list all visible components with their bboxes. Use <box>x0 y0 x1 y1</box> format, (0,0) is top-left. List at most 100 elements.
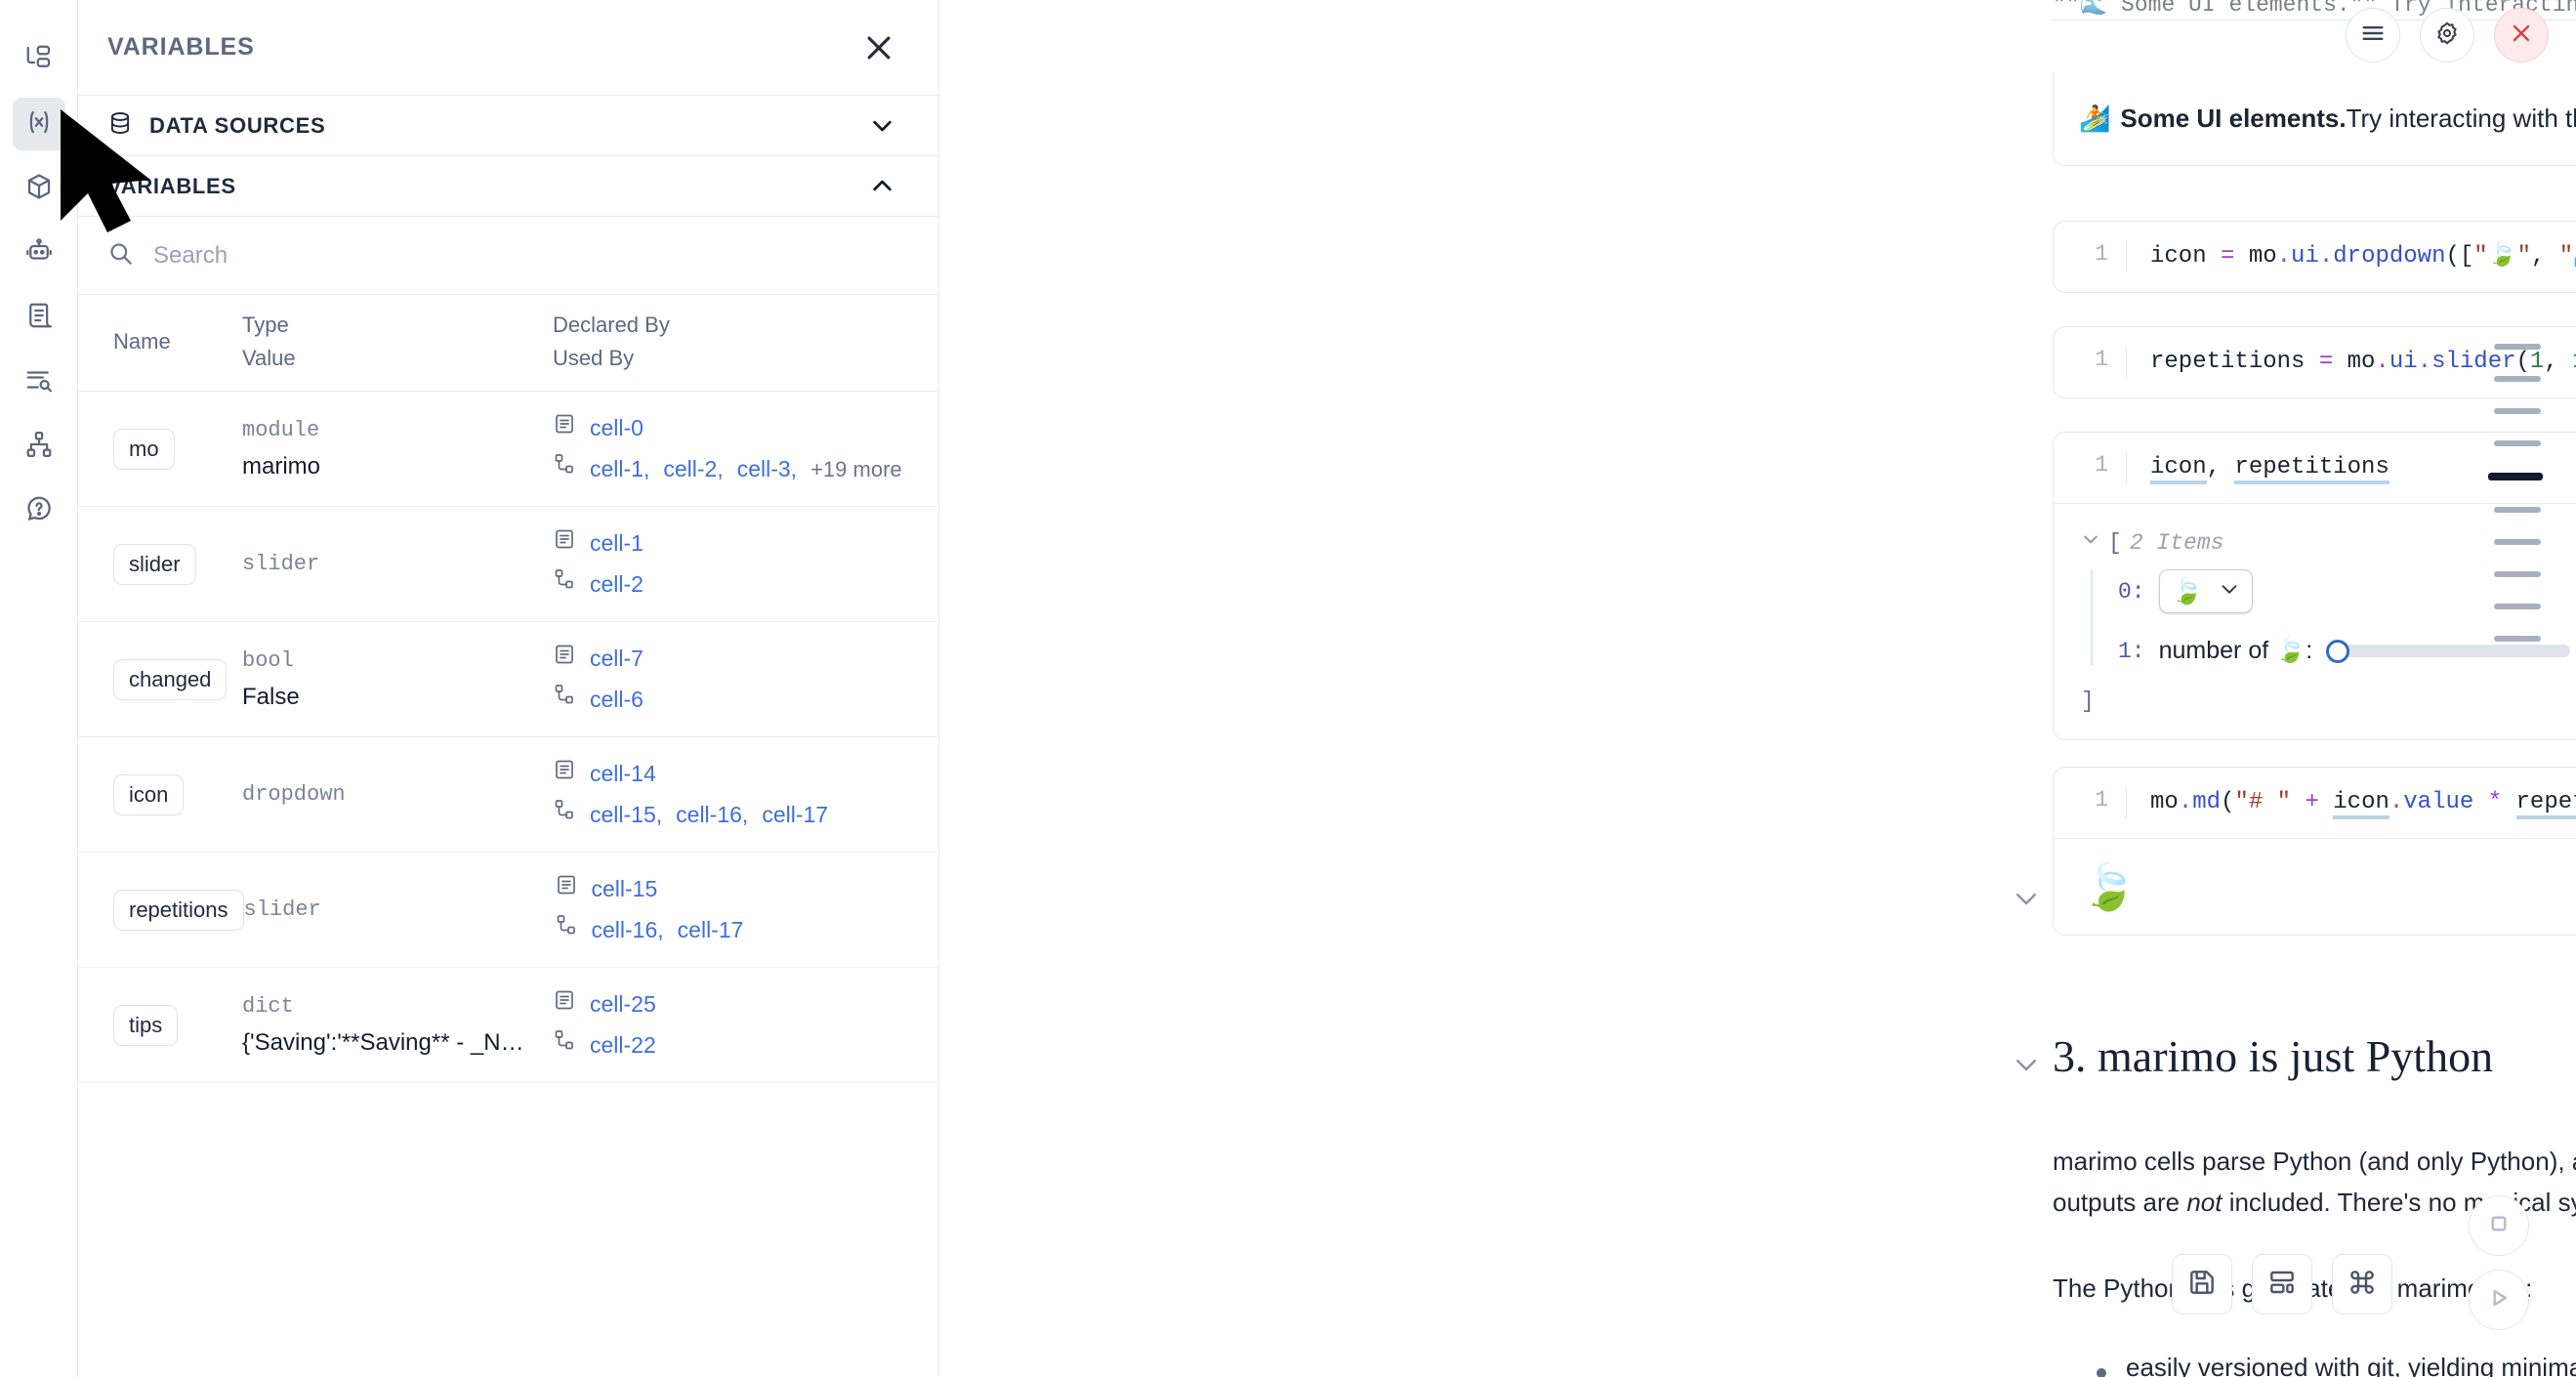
sidebar-item-scratchpad[interactable] <box>13 291 65 344</box>
minimap-bar[interactable] <box>2494 440 2541 446</box>
minimap-bar[interactable] <box>2494 571 2541 577</box>
cell-link[interactable]: cell-15 <box>591 876 658 902</box>
code-cell-display[interactable]: 1 icon, repetitions [ 2 Items 0: 🍃 <box>2053 432 2576 741</box>
cell-link[interactable]: cell-16, <box>676 801 749 827</box>
stop-button[interactable] <box>2469 1195 2529 1256</box>
code-content[interactable]: repetitions = mo.ui.slider(1, 16, label=… <box>2126 347 2576 379</box>
section-data-sources[interactable]: DATA SOURCES <box>78 96 938 156</box>
dropdown-control[interactable]: 🍃 <box>2158 569 2253 614</box>
variable-name-chip[interactable]: mo <box>113 428 175 470</box>
variable-name-chip[interactable]: tips <box>113 1004 179 1046</box>
sidebar-item-logs[interactable] <box>13 355 65 408</box>
command-palette-button[interactable] <box>2332 1254 2392 1314</box>
chevron-up-icon[interactable] <box>869 173 895 199</box>
sidebar-item-file-explorer[interactable] <box>13 33 65 86</box>
sidebar-item-variables[interactable] <box>12 98 65 150</box>
run-button[interactable] <box>2469 1270 2529 1330</box>
table-header-row: Name Type Value Declared By Used By <box>78 295 938 393</box>
cell-output: [ 2 Items 0: 🍃 1: <box>2054 504 2576 739</box>
minimap-bar[interactable] <box>2494 539 2541 545</box>
tree-close-bracket: ] <box>2081 688 2095 715</box>
save-button[interactable] <box>2172 1254 2232 1314</box>
variables-panel: VARIABLES DATA SOURCES <box>78 0 939 1377</box>
sidebar-item-dependency-graph[interactable] <box>13 420 65 473</box>
cell-link[interactable]: cell-16, <box>591 916 664 942</box>
minimap-bar[interactable] <box>2494 344 2541 350</box>
declared-by-line: cell-15 <box>555 869 938 909</box>
variable-name-chip[interactable]: repetitions <box>113 889 244 931</box>
heading-text: 3. marimo is just Python <box>2053 1031 2494 1081</box>
cell-link[interactable]: cell-2, <box>663 455 724 481</box>
search-input[interactable] <box>153 241 909 270</box>
bullet-dot-icon <box>2097 1368 2106 1377</box>
variable-name-chip[interactable]: changed <box>113 658 228 700</box>
slider-track <box>2336 645 2571 658</box>
cell-link[interactable]: cell-1, <box>590 455 650 481</box>
cell-menu-button[interactable] <box>2346 8 2400 63</box>
cell-link[interactable]: cell-1 <box>590 530 644 557</box>
cell-collapse-toggle[interactable] <box>2012 884 2041 913</box>
minimap-bar[interactable] <box>2494 636 2541 642</box>
cell-link[interactable]: cell-3, <box>736 455 798 481</box>
page-title: VARIABLES <box>107 33 255 61</box>
used-by-more-label[interactable]: +19 more <box>810 456 902 481</box>
used-by-line: cell-2 <box>553 564 938 605</box>
floating-action-buttons <box>2172 1254 2392 1314</box>
minimap-bar[interactable] <box>2494 507 2541 513</box>
variable-name-chip[interactable]: icon <box>113 773 185 815</box>
paragraph-1-part-a: marimo cells parse Python (and only Pyth… <box>2053 1147 2576 1176</box>
close-icon[interactable] <box>862 31 895 64</box>
slider-thumb[interactable] <box>2326 639 2350 663</box>
cell-link[interactable]: cell-14 <box>590 761 656 787</box>
surfer-emoji-icon: 🏄 <box>2079 104 2111 133</box>
cell-link[interactable]: cell-17 <box>677 916 744 942</box>
sidebar-item-chat-assistant[interactable] <box>13 227 65 279</box>
reference-icon <box>553 567 576 602</box>
tree-output-header[interactable]: [ 2 Items <box>2081 529 2576 556</box>
code-cell-dropdown[interactable]: 1 icon = mo.ui.dropdown(["🍃", "🏄", "✨"],… <box>2053 221 2576 294</box>
code-content[interactable]: icon = mo.ui.dropdown(["🍃", "🏄", "✨"], v… <box>2126 241 2576 273</box>
cell-settings-button[interactable] <box>2420 8 2474 63</box>
cell-link[interactable]: cell-15, <box>590 801 663 827</box>
minimap-bar[interactable] <box>2488 473 2543 480</box>
code-content[interactable]: icon, repetitions <box>2126 452 2576 484</box>
code-cell-md[interactable]: 1 mo.md("# " + icon.value * repetitions.… <box>2053 767 2576 937</box>
cell-link[interactable]: cell-17 <box>762 801 829 827</box>
slider-control[interactable] <box>2326 639 2571 663</box>
cell-link[interactable]: cell-25 <box>590 991 656 1018</box>
cell-link[interactable]: cell-6 <box>590 686 644 712</box>
column-header-used-by: Used By <box>553 346 635 371</box>
cell-link[interactable]: cell-7 <box>590 646 644 672</box>
code-cell-slider[interactable]: 1 repetitions = mo.ui.slider(1, 16, labe… <box>2053 326 2576 399</box>
variable-value: marimo <box>242 453 321 480</box>
minimap-bar[interactable] <box>2494 376 2541 382</box>
minimap[interactable] <box>2476 344 2555 668</box>
sidebar-item-help[interactable] <box>13 484 65 537</box>
reference-icon <box>553 1028 576 1063</box>
code-content[interactable]: mo.md("# " + icon.value * repetitions.va… <box>2126 787 2576 819</box>
minimap-bar[interactable] <box>2494 604 2541 609</box>
cell-link[interactable]: cell-2 <box>590 570 644 597</box>
section-variables[interactable]: VARIABLES <box>78 156 938 217</box>
output-divider <box>2054 503 2576 505</box>
heading-collapse-toggle[interactable] <box>2012 1050 2041 1079</box>
chevron-down-icon[interactable] <box>869 112 895 139</box>
tree-open-bracket: [ <box>2108 529 2122 556</box>
cell-link[interactable]: cell-22 <box>590 1031 656 1058</box>
minimap-bar[interactable] <box>2494 408 2541 414</box>
sidebar-item-packages[interactable] <box>13 162 65 215</box>
layout-button[interactable] <box>2252 1254 2312 1314</box>
section-variables-label: VARIABLES <box>107 173 236 198</box>
tree-chevron-down-icon[interactable] <box>2081 529 2100 556</box>
cell-link[interactable]: cell-0 <box>590 415 644 441</box>
gear-icon <box>2433 20 2461 52</box>
variables-icon <box>24 107 54 142</box>
cell-delete-button[interactable] <box>2494 8 2549 63</box>
variable-name-chip[interactable]: slider <box>113 543 196 585</box>
